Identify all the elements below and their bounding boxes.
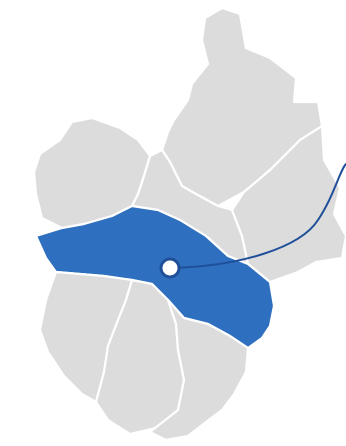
leader-line [171,163,346,269]
location-marker[interactable] [159,257,181,279]
region-east[interactable] [230,124,346,284]
regions-layer [32,6,346,442]
region-southeast[interactable] [148,298,250,442]
